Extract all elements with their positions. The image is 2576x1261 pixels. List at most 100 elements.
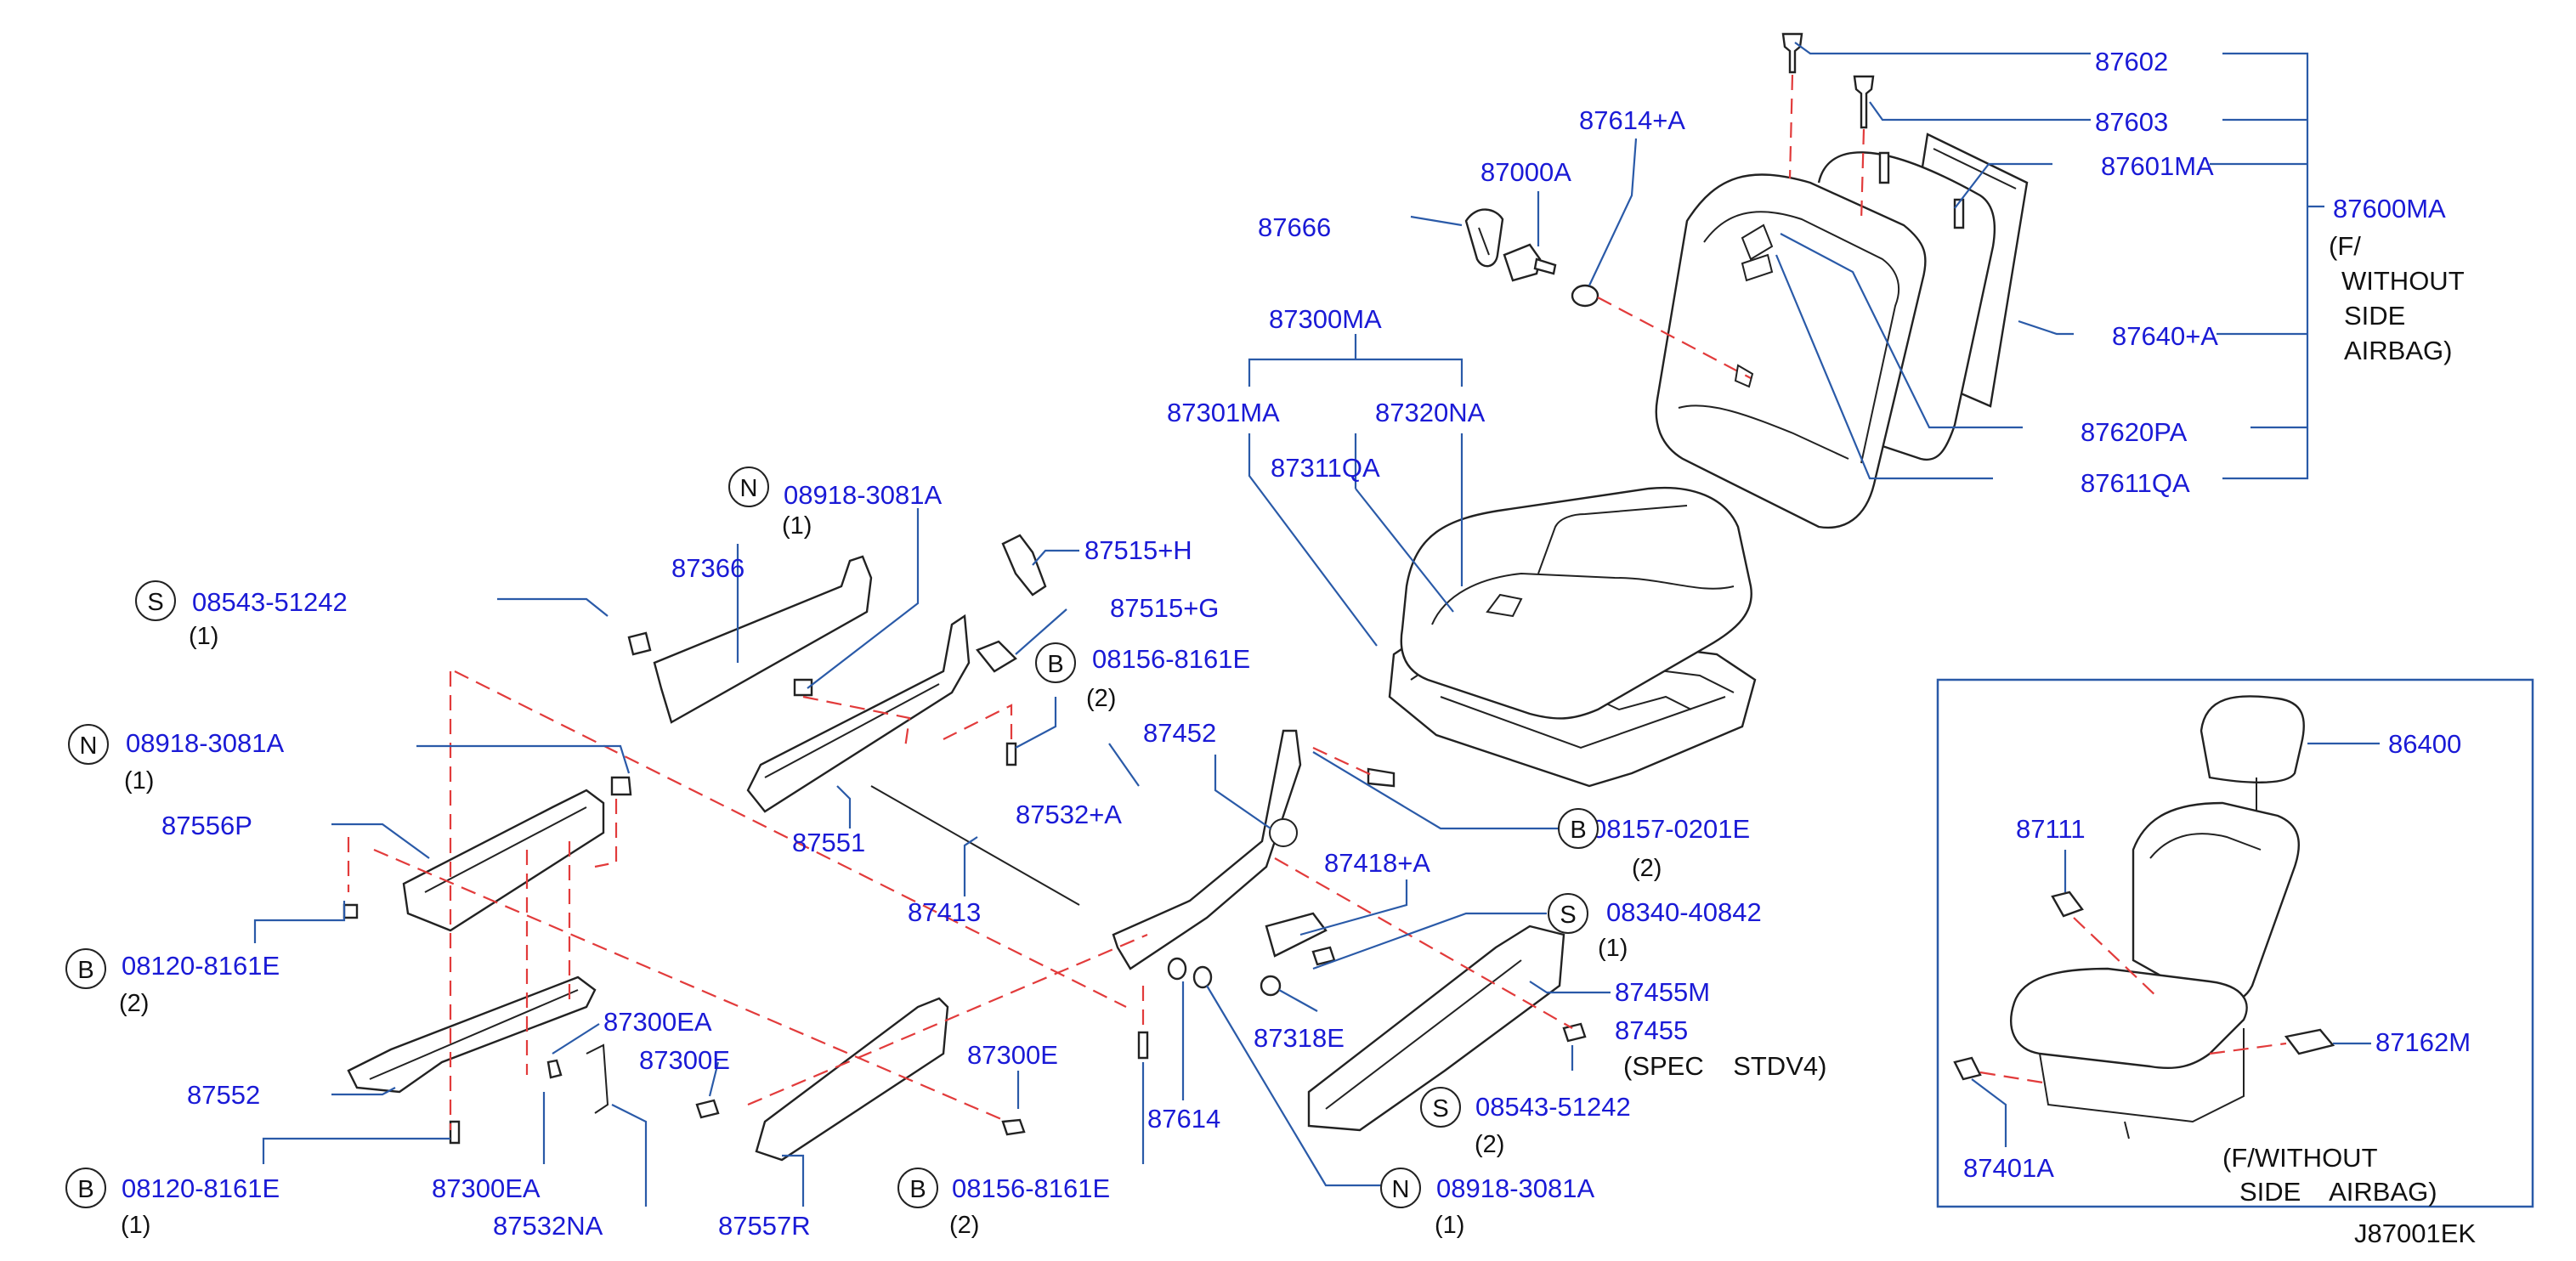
label-87455: 87455 xyxy=(1615,1015,1688,1045)
svg-text:B: B xyxy=(1047,651,1063,678)
label-87614-a: 87614+A xyxy=(1579,105,1685,135)
label-87300e-b: 87300E xyxy=(967,1040,1058,1070)
reference-code: J87001EK xyxy=(2354,1219,2476,1248)
qty-08918-bot: (1) xyxy=(1435,1212,1464,1239)
label-87614: 87614 xyxy=(1147,1104,1220,1134)
qty-08918-left: (1) xyxy=(124,767,154,794)
label-87300ma: 87300MA xyxy=(1269,304,1382,334)
svg-text:B: B xyxy=(77,957,93,984)
svg-text:S: S xyxy=(1432,1095,1448,1122)
marker-n-left: N xyxy=(68,724,109,765)
leader-lines xyxy=(253,42,2380,1207)
svg-text:N: N xyxy=(80,732,98,760)
marker-n-bot: N xyxy=(1380,1168,1421,1208)
label-08543-51242-bot: 08543-51242 xyxy=(1475,1092,1631,1122)
label-87601ma: 87601MA xyxy=(2101,151,2214,181)
seat-cushion-assembly xyxy=(1388,486,1757,788)
svg-text:N: N xyxy=(1392,1176,1410,1203)
qty-08120-bot: (1) xyxy=(121,1212,150,1239)
label-87556p: 87556P xyxy=(161,811,252,840)
marker-b-08156-top: B xyxy=(1035,642,1076,683)
group-note-line2: WITHOUT xyxy=(2341,266,2465,296)
label-08120-8161e-bot: 08120-8161E xyxy=(122,1173,280,1203)
qty-08157: (2) xyxy=(1632,855,1662,882)
label-87318e: 87318E xyxy=(1254,1023,1345,1053)
inset-complete-seat xyxy=(1936,678,2534,1208)
quantity-labels: (1) (1) (2) (1) (2) (1) (2) (2) (1) (2) … xyxy=(119,512,1662,1239)
svg-text:N: N xyxy=(740,475,758,502)
label-08156-8161e-top: 08156-8161E xyxy=(1092,644,1250,674)
label-87311qa: 87311QA xyxy=(1271,453,1380,483)
label-86400: 86400 xyxy=(2388,729,2461,759)
label-87452: 87452 xyxy=(1143,718,1216,748)
label-87666: 87666 xyxy=(1258,212,1331,242)
label-87300ea-b: 87300EA xyxy=(432,1173,541,1203)
label-87300e-a: 87300E xyxy=(639,1045,730,1075)
notes: (F/ WITHOUT SIDE AIRBAG) (SPEC STDV4) (F… xyxy=(1623,231,2476,1248)
marker-s-bot: S xyxy=(1420,1087,1461,1128)
label-87600ma: 87600MA xyxy=(2333,194,2446,223)
label-87552: 87552 xyxy=(187,1080,260,1110)
marker-b-08120-top: B xyxy=(65,948,106,989)
label-87162m: 87162M xyxy=(2375,1027,2471,1057)
label-87551: 87551 xyxy=(792,828,865,857)
label-08340-40842: 08340-40842 xyxy=(1606,897,1762,927)
label-08156-8161e-bot: 08156-8161E xyxy=(952,1173,1110,1203)
svg-text:S: S xyxy=(1560,902,1576,929)
svg-text:B: B xyxy=(77,1176,93,1203)
seat-rail-assembly xyxy=(343,534,1587,1162)
label-08120-8161e-top: 08120-8161E xyxy=(122,951,280,981)
label-87515-g: 87515+G xyxy=(1110,593,1219,623)
label-87603: 87603 xyxy=(2095,107,2168,137)
group-note-line4: AIRBAG) xyxy=(2344,336,2452,365)
label-87532na: 87532NA xyxy=(493,1211,603,1241)
marker-b-08157: B xyxy=(1558,808,1599,849)
qty-08340: (1) xyxy=(1598,935,1628,962)
label-08918-3081a-left: 08918-3081A xyxy=(126,728,284,758)
label-87602: 87602 xyxy=(2095,47,2168,76)
qty-08918-top: (1) xyxy=(782,512,812,540)
svg-text:S: S xyxy=(147,589,163,616)
marker-n-top: N xyxy=(728,467,769,507)
spec-note: (SPEC STDV4) xyxy=(1623,1051,1826,1081)
part-labels: 87602 87603 87614+A 87601MA 87000A 87600… xyxy=(122,47,2471,1241)
svg-text:B: B xyxy=(909,1176,926,1203)
svg-text:B: B xyxy=(1570,817,1586,844)
label-87111: 87111 xyxy=(2016,814,2086,844)
seat-back-assembly xyxy=(1464,32,2029,529)
label-87455m: 87455M xyxy=(1615,977,1710,1007)
label-87640-a: 87640+A xyxy=(2112,321,2218,351)
marker-s-top: S xyxy=(135,580,176,621)
label-87301ma: 87301MA xyxy=(1167,398,1280,427)
marker-b-08156-bot: B xyxy=(897,1168,938,1208)
qty-08156-bot: (2) xyxy=(949,1212,979,1239)
label-08918-3081a-bot: 08918-3081A xyxy=(1436,1173,1594,1203)
marker-s-08340: S xyxy=(1548,893,1588,934)
label-87320na: 87320NA xyxy=(1375,398,1486,427)
label-87401a: 87401A xyxy=(1963,1153,2054,1183)
qty-08543-top: (1) xyxy=(189,623,218,650)
qty-08120-top: (2) xyxy=(119,990,149,1017)
group-note-line3: SIDE xyxy=(2344,301,2405,331)
group-note-line1: (F/ xyxy=(2329,231,2361,261)
label-87532-a: 87532+A xyxy=(1016,800,1122,829)
inset-note-line2: SIDE AIRBAG) xyxy=(2239,1177,2437,1207)
label-87557r: 87557R xyxy=(718,1211,811,1241)
label-87413: 87413 xyxy=(908,897,981,927)
label-87000a: 87000A xyxy=(1480,157,1571,187)
marker-b-08120-bot: B xyxy=(65,1168,106,1208)
label-08918-3081a-top: 08918-3081A xyxy=(784,480,942,510)
label-87620pa: 87620PA xyxy=(2081,417,2188,447)
qty-08543-bot: (2) xyxy=(1475,1131,1504,1158)
inset-note-line1: (F/WITHOUT xyxy=(2222,1143,2378,1173)
qty-08156-top: (2) xyxy=(1086,685,1116,712)
label-87300ea-a: 87300EA xyxy=(603,1007,712,1037)
label-08543-51242-top: 08543-51242 xyxy=(192,587,348,617)
label-87515-h: 87515+H xyxy=(1084,535,1192,565)
label-08157-0201e: 08157-0201E xyxy=(1592,814,1750,844)
label-87418-a: 87418+A xyxy=(1324,848,1430,878)
label-87366: 87366 xyxy=(671,553,744,583)
prefix-markers: N S B N B S B S B B N xyxy=(65,467,1599,1208)
label-87611qa: 87611QA xyxy=(2081,468,2190,498)
